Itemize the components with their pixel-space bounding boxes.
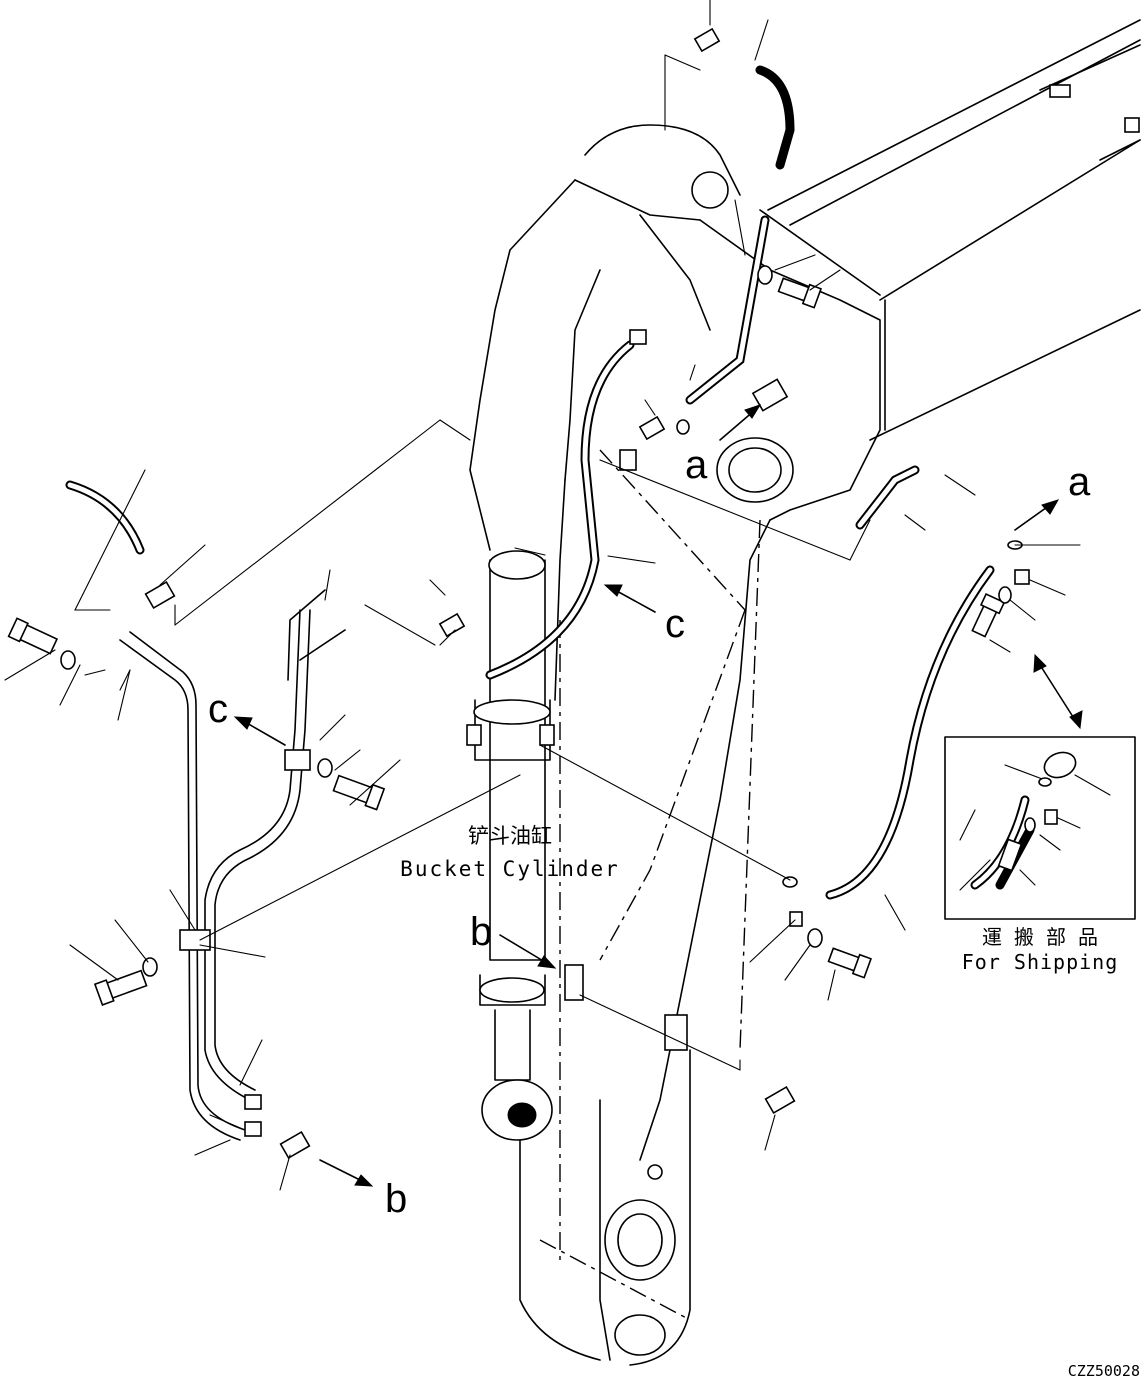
- callout-b-center: b: [470, 910, 492, 954]
- callout-c-left: c: [208, 687, 228, 731]
- direction-arrows: [233, 404, 1083, 1187]
- left-pipes: [119, 589, 346, 1141]
- bucket-cylinder-label-en: Bucket Cylinder: [400, 857, 620, 881]
- arm-structure: [469, 124, 881, 1366]
- fasteners: [7, 27, 1030, 1160]
- callout-a-right: a: [1068, 460, 1091, 504]
- shipping-inset: [944, 736, 1136, 920]
- callout-a-upper: a: [685, 443, 708, 487]
- callout-c-right: c: [665, 602, 685, 646]
- leader-lines: [4, 0, 1081, 1191]
- shipping-label-en: For Shipping: [962, 950, 1119, 974]
- boom-structure: [759, 19, 1141, 441]
- bucket-cylinder: [466, 550, 555, 1141]
- bucket-cylinder-label-cn: 铲斗油缸: [468, 824, 552, 848]
- hoses: [65, 65, 1035, 900]
- shipping-label-cn: 運 搬 部 品: [982, 925, 1098, 949]
- drawing-code: CZZ50028: [1068, 1362, 1140, 1380]
- callout-b-lower: b: [385, 1177, 407, 1221]
